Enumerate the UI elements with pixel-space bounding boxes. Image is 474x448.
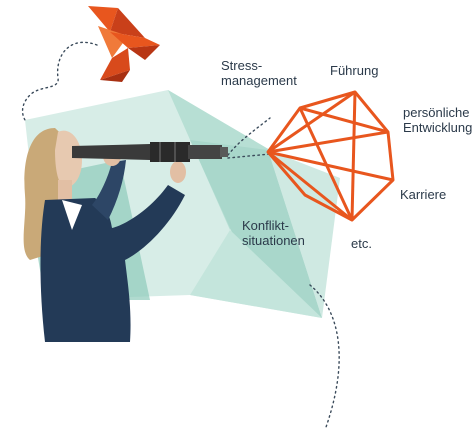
label-persoenliche-line1: persönliche <box>403 105 470 120</box>
label-persoenliche-line2: Entwicklung <box>403 120 473 135</box>
label-konflikt-line2: situationen <box>242 233 305 248</box>
dotted-paths <box>21 41 340 431</box>
label-stressmanagement: Stress- management <box>221 58 297 88</box>
origami-bird-icon <box>88 6 160 82</box>
label-etc: etc. <box>351 236 372 251</box>
label-konfliktsituationen: Konflikt- situationen <box>242 218 305 248</box>
label-fuehrung: Führung <box>330 63 379 78</box>
network-diagram <box>266 90 395 222</box>
label-konflikt-line1: Konflikt- <box>242 218 289 233</box>
woman-with-telescope <box>23 128 186 342</box>
label-persoenliche-entwicklung: persönliche Entwicklung <box>403 105 472 135</box>
label-stressmanagement-line1: Stress- <box>221 58 263 73</box>
label-stressmanagement-line2: management <box>221 73 297 88</box>
telescope-icon <box>72 142 228 162</box>
label-karriere: Karriere <box>400 187 447 202</box>
